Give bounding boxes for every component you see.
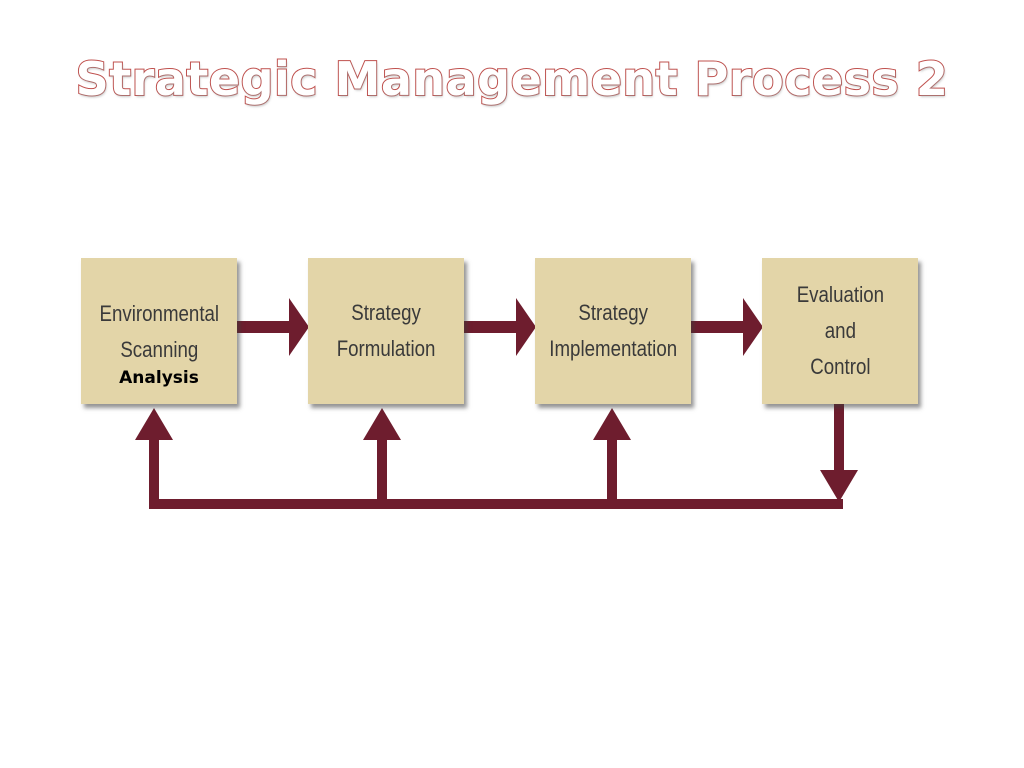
box-label-strategy-implementation: Strategy Implementation (549, 300, 677, 361)
arrow-scanning-to-formulation (237, 298, 309, 356)
arrow-formulation-to-implementation (464, 298, 536, 356)
feedback-arrow-to-formulation (363, 408, 401, 509)
feedback-arrow-to-scanning (135, 408, 173, 509)
box-environmental-scanning: Environmental Scanning Analysis (81, 258, 237, 404)
box-strategy-formulation: Strategy Formulation (308, 258, 464, 404)
box-label-evaluation-and-control: Evaluation and Control (796, 282, 884, 379)
feedback-arrow-to-implementation (593, 408, 631, 509)
arrow-evaluation-down (820, 404, 858, 502)
slide-title: Strategic Management Process 2 (75, 51, 949, 107)
box-sublabel-analysis: Analysis (119, 368, 199, 388)
box-label-strategy-formulation: Strategy Formulation (336, 300, 436, 361)
box-evaluation-and-control: Evaluation and Control (762, 258, 918, 404)
box-label-environmental-scanning: Environmental Scanning (99, 301, 219, 362)
feedback-line (149, 499, 843, 509)
box-strategy-implementation: Strategy Implementation (535, 258, 691, 404)
arrow-implementation-to-evaluation (691, 298, 763, 356)
